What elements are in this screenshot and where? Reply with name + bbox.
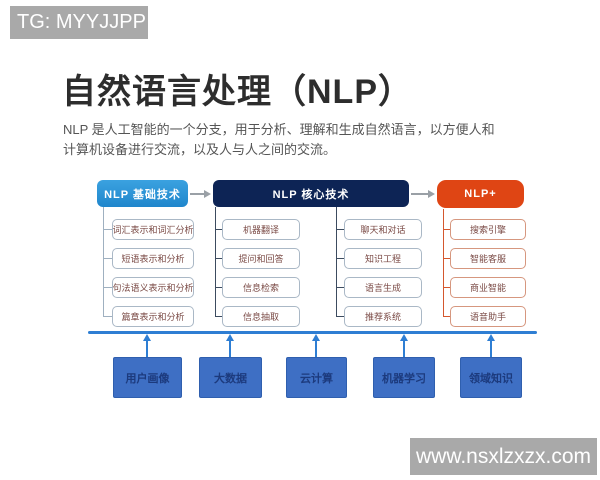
- connector-line: [443, 316, 450, 317]
- connector-line: [443, 287, 450, 288]
- arrow-up-icon: [226, 334, 234, 341]
- connector-line: [215, 229, 222, 230]
- connector-line: [443, 258, 450, 259]
- connector-line: [103, 316, 112, 317]
- nlp-plus-item: 智能客服: [450, 248, 526, 269]
- arrow-line: [411, 193, 429, 195]
- arrow-line: [490, 340, 492, 357]
- connector-line: [336, 287, 344, 288]
- stage-nlp-plus: NLP+: [437, 180, 524, 208]
- page-title: 自然语言处理（NLP）: [62, 73, 413, 111]
- arrow-up-icon: [400, 334, 408, 341]
- connector-line: [103, 207, 104, 317]
- arrow-right-icon: [411, 190, 435, 198]
- arrow-line: [315, 340, 317, 357]
- core-item: 聊天和对话: [344, 219, 422, 240]
- arrow-up-icon: [487, 334, 495, 341]
- arrow-up-icon: [143, 334, 151, 341]
- connector-line: [443, 229, 450, 230]
- core-item: 机器翻译: [222, 219, 300, 240]
- core-item: 提问和回答: [222, 248, 300, 269]
- connector-line: [103, 258, 112, 259]
- watermark-bottom: www.nsxlzxzx.com: [410, 438, 597, 475]
- arrow-line: [403, 340, 405, 357]
- connector-line: [215, 316, 222, 317]
- arrow-line: [190, 193, 205, 195]
- arrow-line: [146, 340, 148, 357]
- connector-line: [215, 207, 216, 317]
- support-item: 大数据: [199, 357, 262, 398]
- support-item: 云计算: [286, 357, 347, 398]
- foundation-item: 句法语义表示和分析: [112, 277, 194, 298]
- arrow-head: [204, 190, 211, 198]
- arrow-line: [229, 340, 231, 357]
- support-item: 领域知识: [460, 357, 522, 398]
- nlp-plus-item: 商业智能: [450, 277, 526, 298]
- connector-line: [443, 209, 444, 317]
- connector-line: [336, 258, 344, 259]
- core-item: 知识工程: [344, 248, 422, 269]
- nlp-plus-item: 语音助手: [450, 306, 526, 327]
- nlp-plus-item: 搜索引擎: [450, 219, 526, 240]
- foundation-item: 词汇表示和词汇分析: [112, 219, 194, 240]
- support-item: 机器学习: [373, 357, 435, 398]
- connector-line: [336, 229, 344, 230]
- baseline-divider: [88, 331, 537, 334]
- arrow-up-icon: [312, 334, 320, 341]
- core-item: 推荐系统: [344, 306, 422, 327]
- arrow-head: [428, 190, 435, 198]
- connector-line: [103, 287, 112, 288]
- connector-line: [215, 287, 222, 288]
- foundation-item: 短语表示和分析: [112, 248, 194, 269]
- intro-description: NLP 是人工智能的一个分支，用于分析、理解和生成自然语言，以方便人和 计算机设…: [63, 120, 558, 159]
- connector-line: [336, 207, 337, 317]
- arrow-right-icon: [190, 190, 211, 198]
- watermark-top: TG: MYYJJPP: [10, 6, 148, 39]
- foundation-item: 篇章表示和分析: [112, 306, 194, 327]
- connector-line: [215, 258, 222, 259]
- connector-line: [103, 229, 112, 230]
- stage-nlp-core: NLP 核心技术: [213, 180, 409, 207]
- intro-description-line1: NLP 是人工智能的一个分支，用于分析、理解和生成自然语言，以方便人和: [63, 122, 495, 137]
- stage-nlp-foundation: NLP 基础技术: [97, 180, 188, 207]
- connector-line: [336, 316, 344, 317]
- core-item: 信息检索: [222, 277, 300, 298]
- support-item: 用户画像: [113, 357, 182, 398]
- intro-description-line2: 计算机设备进行交流，以及人与人之间的交流。: [63, 141, 337, 157]
- core-item: 语言生成: [344, 277, 422, 298]
- core-item: 信息抽取: [222, 306, 300, 327]
